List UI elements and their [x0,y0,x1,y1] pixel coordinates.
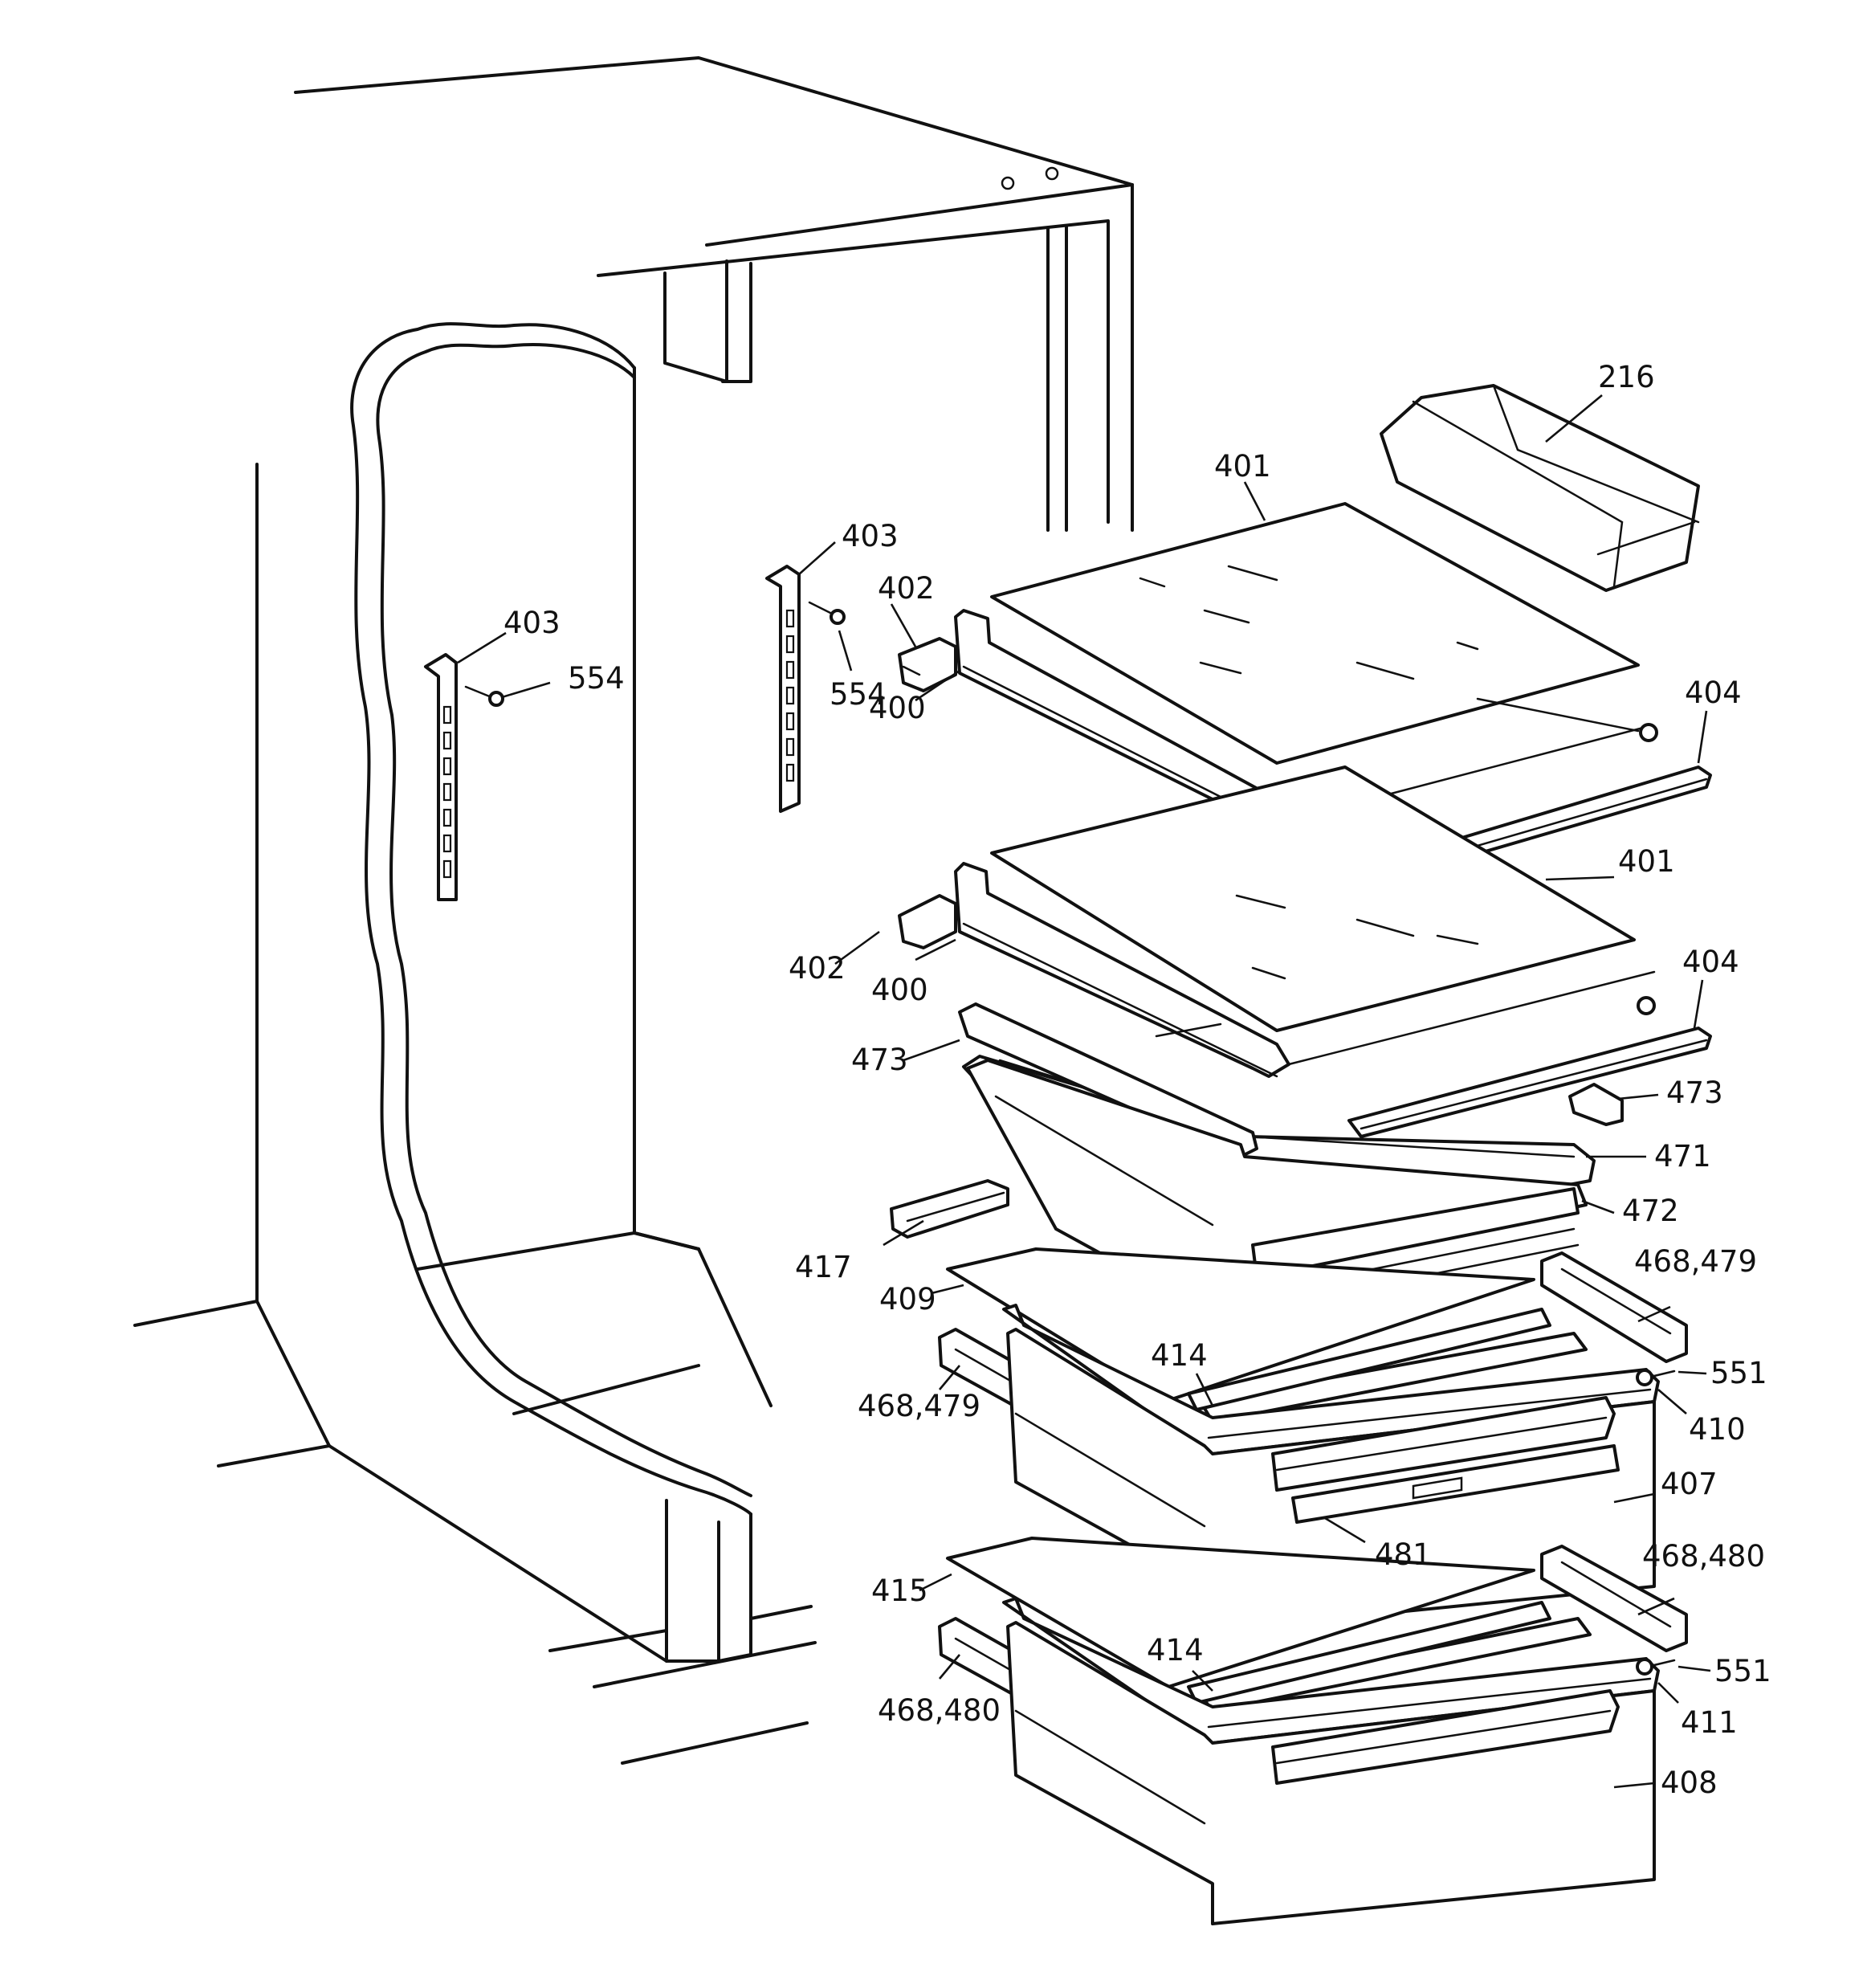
label-468-480-right: 468,480 [1642,1539,1765,1574]
label-216: 216 [1598,360,1655,394]
screw-554-center [808,601,846,625]
label-471: 471 [1654,1139,1711,1174]
shelf-bracket-middle-402 [898,894,957,949]
crisper-cover-hinge-473-left [958,1002,1258,1158]
label-407: 407 [1661,1467,1718,1501]
glass-shelf-upper-401 [990,502,1640,765]
drawer-slide-rail-468-480-right [1540,1545,1688,1652]
label-551-lower: 551 [1714,1654,1771,1688]
label-415: 415 [871,1574,928,1608]
label-401-middle: 401 [1618,844,1675,879]
label-400-middle: 400 [871,973,928,1007]
part-labels: 216 401 403 403 402 554 554 400 404 401 … [503,360,1771,1800]
drawer-handle-407 [1271,1396,1616,1492]
label-414-lower: 414 [1147,1633,1204,1668]
drawer-glass-cover-415 [946,1537,1535,1688]
label-403-center: 403 [842,519,899,553]
label-473-left: 473 [851,1043,908,1077]
label-403-left: 403 [503,606,561,640]
label-468-479-left: 468,479 [858,1389,980,1423]
screw-554-left [464,685,504,707]
label-404-middle: 404 [1682,945,1739,979]
label-417: 417 [795,1250,852,1284]
label-414-upper: 414 [1151,1338,1208,1373]
leader-lines [457,394,1711,1789]
screw-551-upper [1636,1369,1676,1386]
label-401-upper: 401 [1214,449,1271,484]
shelf-rod-middle-404 [1347,996,1712,1138]
label-554-center: 554 [830,677,887,712]
label-404-upper: 404 [1685,676,1742,710]
glass-shelf-middle-401 [990,765,1636,1032]
drawer-slide-rail-468-479-right [1540,1251,1688,1363]
label-409: 409 [879,1282,936,1316]
label-468-479-right: 468,479 [1634,1244,1757,1279]
label-410: 410 [1689,1412,1746,1447]
label-408: 408 [1661,1766,1718,1800]
label-402-middle: 402 [789,951,846,986]
label-551-upper: 551 [1710,1356,1767,1390]
label-481: 481 [1375,1537,1432,1572]
label-472: 472 [1622,1194,1679,1228]
shelf-support-rail-center [765,565,801,813]
crisper-cover-hinge-473-right [1568,1083,1624,1126]
door-shelf-bin-216 [1380,384,1700,592]
label-411: 411 [1681,1705,1738,1740]
humidity-control-481 [1291,1444,1620,1524]
drawer-handle-408 [1271,1689,1620,1785]
shelf-frame-middle-400 [954,862,1656,1078]
label-554-left: 554 [568,661,625,696]
label-400-upper: 400 [869,691,926,725]
shelf-support-rail-left [424,653,458,901]
label-473-right: 473 [1666,1076,1723,1110]
screw-551-lower [1636,1658,1676,1676]
label-468-480-left: 468,480 [878,1693,1001,1728]
shelf-bracket-upper-402 [898,637,957,692]
refrigerator-cabinet [133,56,1134,1765]
label-402-upper: 402 [878,571,935,606]
